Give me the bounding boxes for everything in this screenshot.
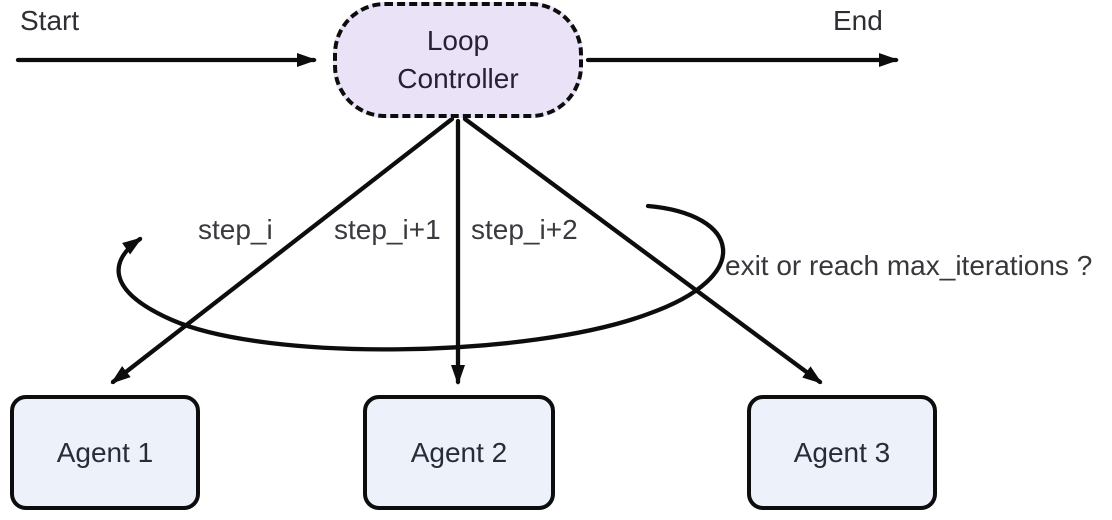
loop-condition-label: exit or reach max_iterations ?	[725, 250, 1093, 281]
loop-controller-node: Loop Controller	[333, 2, 583, 118]
edge-step-i2-arrow	[462, 116, 823, 385]
agent-1-label: Agent 1	[56, 436, 154, 468]
edge-label-step-i1: step_i+1	[334, 214, 441, 245]
start-label: Start	[20, 5, 80, 36]
agent-3-label: Agent 3	[793, 436, 891, 468]
agent-3-node: Agent 3	[747, 395, 937, 510]
edge-label-step-i: step_i	[198, 214, 273, 245]
agent-1-node: Agent 1	[10, 395, 200, 510]
end-label: End	[833, 5, 883, 36]
agent-2-label: Agent 2	[410, 436, 508, 468]
edge-step-i-arrow	[110, 116, 455, 385]
loop-controller-label: Loop Controller	[397, 25, 519, 94]
agent-2-node: Agent 2	[363, 395, 555, 510]
edge-label-step-i2: step_i+2	[471, 214, 578, 245]
loop-cycle-arrow	[116, 203, 726, 352]
